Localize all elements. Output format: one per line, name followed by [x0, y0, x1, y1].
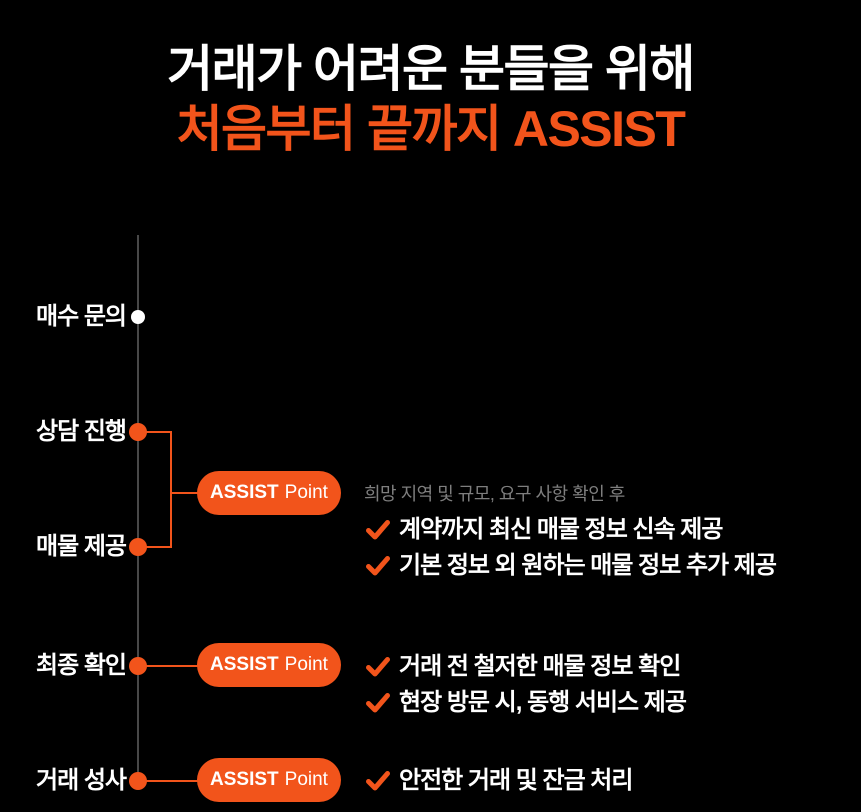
check-icon: [366, 771, 390, 791]
badge-bold-text: ASSIST: [210, 654, 279, 675]
timeline-dot-white: [131, 310, 145, 324]
page-title-line2: 처음부터 끝까지 ASSIST: [176, 101, 686, 157]
check-icon: [366, 693, 390, 713]
timeline-step-inquiry: 매수 문의: [36, 303, 127, 330]
benefit-text: 기본 정보 외 원하는 매물 정보 추가 제공: [399, 552, 777, 579]
badge-regular-text: Point: [284, 769, 328, 790]
benefit-item: 계약까지 최신 매물 정보 신속 제공: [366, 515, 723, 545]
benefit-text: 현장 방문 시, 동행 서비스 제공: [399, 689, 687, 716]
assist-point-badge-2: ASSIST Point: [197, 643, 341, 687]
timeline-step-listings: 매물 제공: [36, 533, 127, 560]
assist-note: 희망 지역 및 규모, 요구 사항 확인 후: [364, 484, 625, 504]
check-icon: [366, 520, 390, 540]
benefit-item: 거래 전 철저한 매물 정보 확인: [366, 652, 681, 682]
benefit-item: 안전한 거래 및 잔금 처리: [366, 766, 633, 796]
badge-bold-text: ASSIST: [210, 482, 279, 503]
timeline-step-consult: 상담 진행: [36, 418, 127, 445]
benefit-item: 기본 정보 외 원하는 매물 정보 추가 제공: [366, 551, 777, 581]
badge-regular-text: Point: [284, 482, 328, 503]
connector-deal-done: [138, 780, 198, 782]
timeline-step-final-check: 최종 확인: [36, 652, 127, 679]
assist-point-badge-3: ASSIST Point: [197, 758, 341, 802]
timeline-step-deal-done: 거래 성사: [36, 767, 127, 794]
timeline-line: [137, 235, 139, 781]
badge-regular-text: Point: [284, 654, 328, 675]
page-title-line1: 거래가 어려운 분들을 위해: [167, 41, 695, 97]
bracket-vertical-line: [170, 431, 172, 548]
benefit-item: 현장 방문 시, 동행 서비스 제공: [366, 688, 687, 718]
bracket-mid-line: [170, 492, 198, 494]
benefit-text: 안전한 거래 및 잔금 처리: [399, 767, 633, 794]
check-icon: [366, 556, 390, 576]
benefit-text: 거래 전 철저한 매물 정보 확인: [399, 653, 681, 680]
bracket-bottom-line: [138, 546, 172, 548]
benefit-text: 계약까지 최신 매물 정보 신속 제공: [399, 516, 723, 543]
assist-point-badge-1: ASSIST Point: [197, 471, 341, 515]
bracket-top-line: [138, 431, 172, 433]
check-icon: [366, 657, 390, 677]
badge-bold-text: ASSIST: [210, 769, 279, 790]
connector-final-check: [138, 665, 198, 667]
